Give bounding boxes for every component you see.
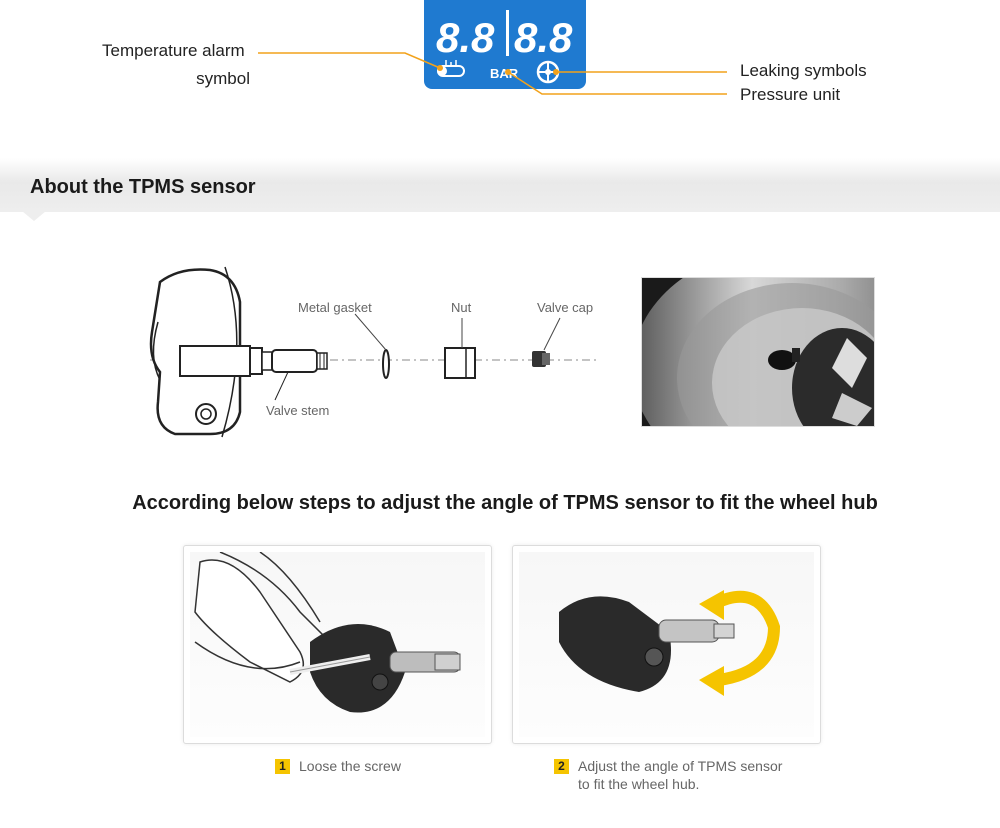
step-1-card	[183, 545, 492, 744]
section-title: About the TPMS sensor	[30, 176, 256, 198]
nut	[444, 318, 476, 379]
step-1-illustration	[194, 551, 461, 713]
sensor-diagram	[149, 266, 600, 438]
lcd-divider	[506, 10, 509, 56]
nut-label: Nut	[451, 300, 472, 315]
wheel-photo	[632, 248, 932, 488]
sensor-in-photo	[768, 350, 796, 370]
wheel-photo-frame	[632, 248, 932, 488]
callout-lines	[258, 52, 727, 95]
step-2-text-line1: Adjust the angle of TPMS sensor	[578, 758, 783, 774]
lcd-unit: BAR	[490, 66, 519, 81]
rotate-arrow-icon	[699, 590, 781, 696]
valve-cap	[532, 317, 561, 367]
steps-heading: According below steps to adjust the angl…	[132, 492, 878, 514]
lcd-left-digits: 8.8	[436, 14, 495, 61]
lcd-right-digits: 8.8	[514, 14, 573, 61]
temperature-callout-line1: Temperature alarm	[102, 41, 245, 60]
step-2-card	[512, 545, 821, 744]
valve-stem	[179, 345, 328, 401]
step-2-illustration	[559, 590, 781, 696]
leaking-callout: Leaking symbols	[740, 61, 867, 80]
section-header-band	[0, 158, 1000, 212]
step-1-text: Loose the screw	[299, 758, 401, 774]
lcd-display: 8.8 8.8 BAR	[424, 0, 586, 89]
temperature-callout-line2: symbol	[196, 69, 250, 88]
valve-cap-label: Valve cap	[537, 300, 594, 315]
pressure-callout: Pressure unit	[740, 85, 841, 104]
valve-stem-label: Valve stem	[266, 403, 330, 418]
metal-gasket	[354, 313, 390, 379]
metal-gasket-label: Metal gasket	[298, 300, 372, 315]
step-1-badge: 1	[275, 759, 290, 774]
step-2-text-line2: to fit the wheel hub.	[578, 776, 700, 792]
step-2-badge: 2	[554, 759, 569, 774]
band-pointer	[22, 211, 46, 221]
